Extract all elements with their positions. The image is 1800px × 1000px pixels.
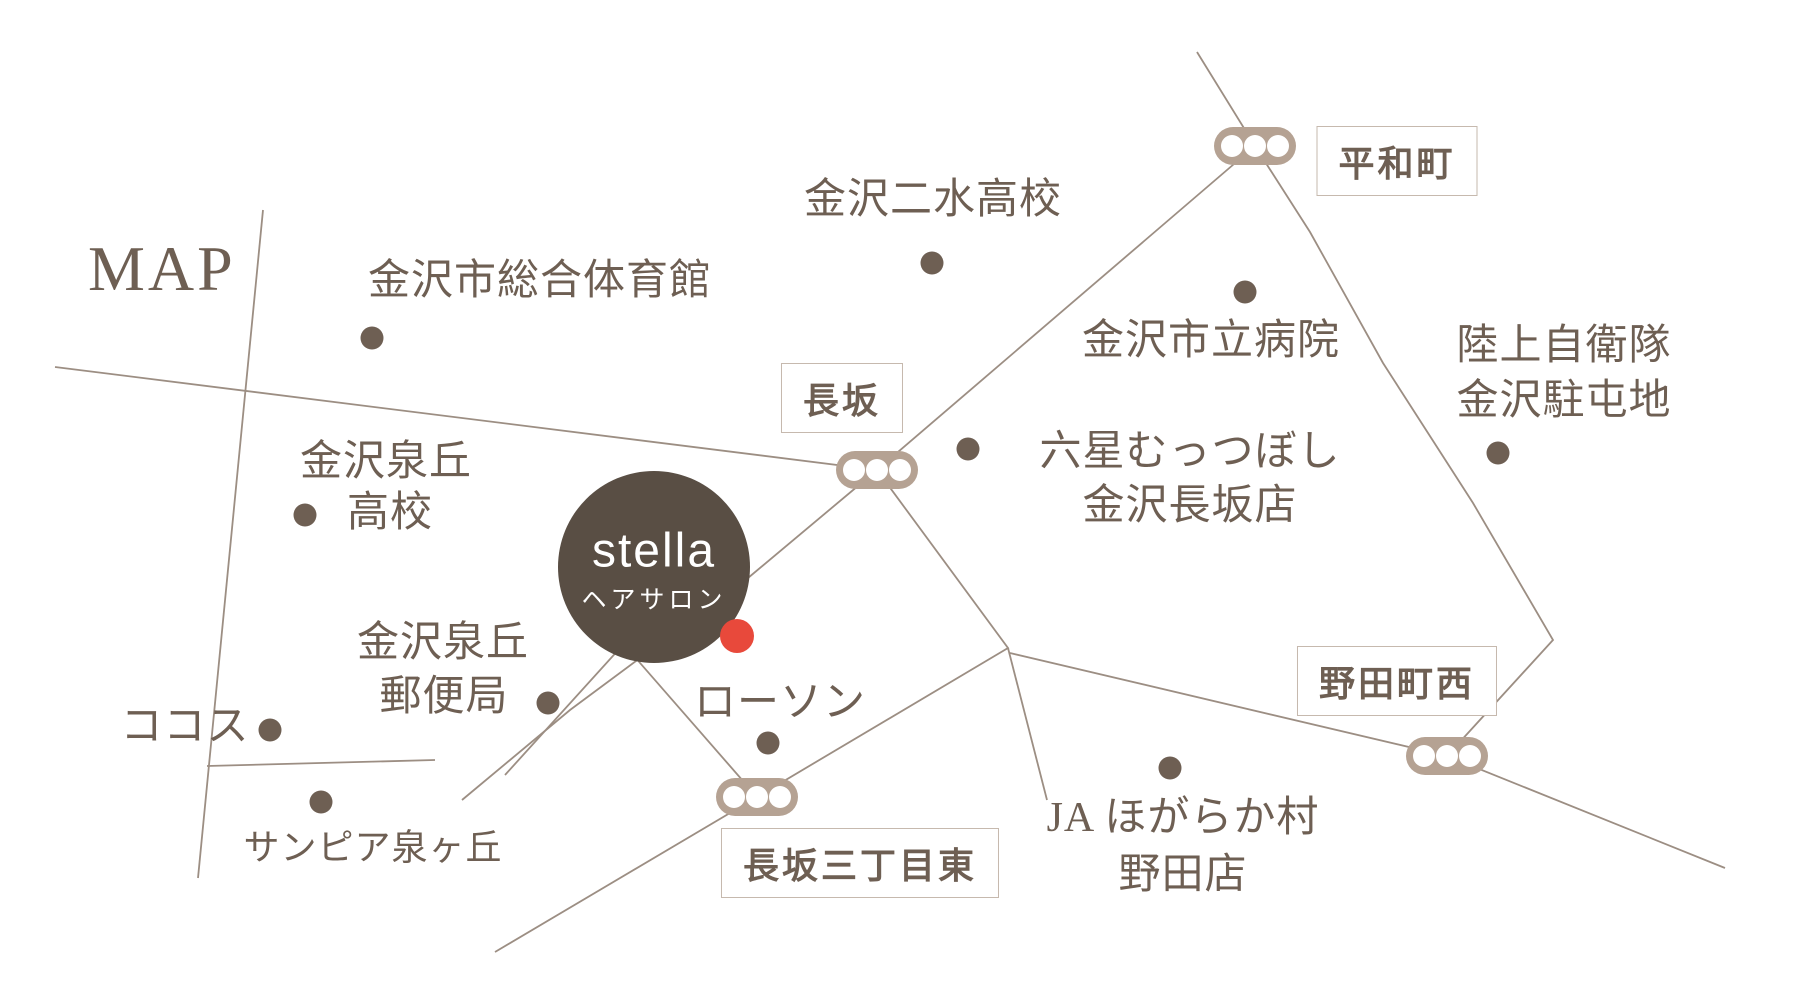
road [1007,647,1048,801]
landmark-rokusei-label-line2: 金沢長坂店 [1082,482,1298,529]
landmark-post-office-label-line1: 金沢泉丘 [356,619,530,666]
landmark-nisui-label: 金沢二水高校 [803,176,1063,223]
landmark-hospital-dot [1233,280,1257,304]
intersection-sign-nagasaka-3chome: 長坂三丁目東 [720,828,1000,898]
landmark-lawson-dot [756,731,780,755]
traffic-signal-nagasaka-3chome-icon [716,778,798,816]
landmark-post-office-dot [536,691,560,715]
road [619,639,758,798]
landmark-jsdf-label-line2: 金沢駐屯地 [1456,377,1672,424]
landmark-gym-dot [360,326,384,350]
salon-logo-circle [558,471,750,663]
landmark-izumigaoka-hs-label-line2: 高校 [346,489,434,536]
road [494,469,1010,953]
road [197,209,264,879]
map-title: MAP [88,233,236,304]
landmark-gym-label: 金沢市総合体育館 [367,257,713,304]
salon-type-label: ヘアサロン [581,586,727,614]
salon-name-label: stella [591,524,717,578]
road [876,145,1256,471]
intersection-sign-nagasaka: 長坂 [780,363,904,433]
landmark-cocos-dot [258,718,282,742]
salon-location-dot [720,619,754,653]
landmark-jsdf-label-line1: 陸上自衛隊 [1456,322,1672,369]
landmark-jsdf-dot [1486,441,1510,465]
road [206,759,436,767]
intersection-sign-heiwamachi: 平和町 [1316,126,1478,196]
landmark-nisui-dot [920,251,944,275]
traffic-signal-nodamachi-nishi-icon [1406,737,1488,775]
landmark-izumigaoka-hs-dot [293,503,317,527]
traffic-signal-nagasaka-icon [836,451,918,489]
landmark-ja-label-line1: JA ほがらか村 [1046,794,1320,841]
landmark-ja-dot [1158,756,1182,780]
landmark-cocos-label: ココス [120,703,250,750]
traffic-signal-heiwamachi-icon [1214,127,1296,165]
landmark-hospital-label: 金沢市立病院 [1081,317,1341,364]
landmark-rokusei-label-line1: 六星むっつぼし [1039,428,1341,475]
landmark-izumigaoka-hs-label-line1: 金沢泉丘 [299,438,473,485]
road [54,366,878,471]
landmark-sunpia-label: サンピア泉ヶ丘 [243,827,503,868]
landmark-rokusei-dot [956,437,980,461]
intersection-sign-nodamachi-nishi: 野田町西 [1296,646,1498,716]
landmark-sunpia-dot [309,790,333,814]
landmark-post-office-label-line2: 郵便局 [379,673,509,720]
landmark-lawson-label: ローソン [693,679,867,726]
landmark-ja-label-line2: 野田店 [1118,851,1248,898]
